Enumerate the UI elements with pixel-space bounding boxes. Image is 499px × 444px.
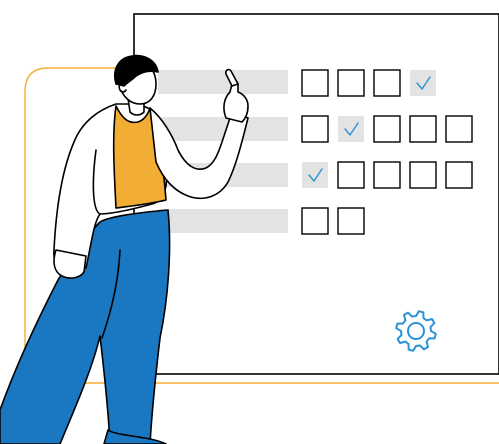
pointing-finger: [225, 68, 239, 87]
checkbox: [445, 161, 473, 189]
checkbox: [445, 115, 473, 143]
check-icon: [344, 122, 359, 136]
checkbox: [337, 161, 365, 189]
row-4-label-bar: [158, 209, 288, 233]
row-1-label-bar: [158, 70, 288, 94]
checkbox-checked: [410, 70, 436, 96]
check-icon: [416, 76, 431, 90]
checkbox: [337, 207, 365, 235]
pointing-hand: [223, 80, 249, 123]
checkbox-checked: [338, 116, 364, 142]
checkbox: [301, 69, 329, 97]
checkbox: [373, 161, 401, 189]
jacket-fold: [92, 149, 101, 215]
hair: [114, 54, 159, 87]
checkbox: [409, 115, 437, 143]
hanging-hand: [53, 249, 87, 279]
checkbox-grid: [301, 69, 473, 235]
pants: [0, 209, 171, 444]
checkbox: [409, 161, 437, 189]
person: [0, 54, 249, 444]
checkbox-checked: [302, 162, 328, 188]
pointing-arm: [149, 107, 249, 200]
shoe: [103, 429, 167, 444]
checkbox: [301, 115, 329, 143]
checkbox: [337, 69, 365, 97]
checkbox: [373, 69, 401, 97]
pants-seam: [101, 249, 121, 339]
check-icon: [308, 168, 323, 182]
checkbox: [373, 115, 401, 143]
gear-icon: [395, 310, 437, 352]
checkbox: [301, 207, 329, 235]
